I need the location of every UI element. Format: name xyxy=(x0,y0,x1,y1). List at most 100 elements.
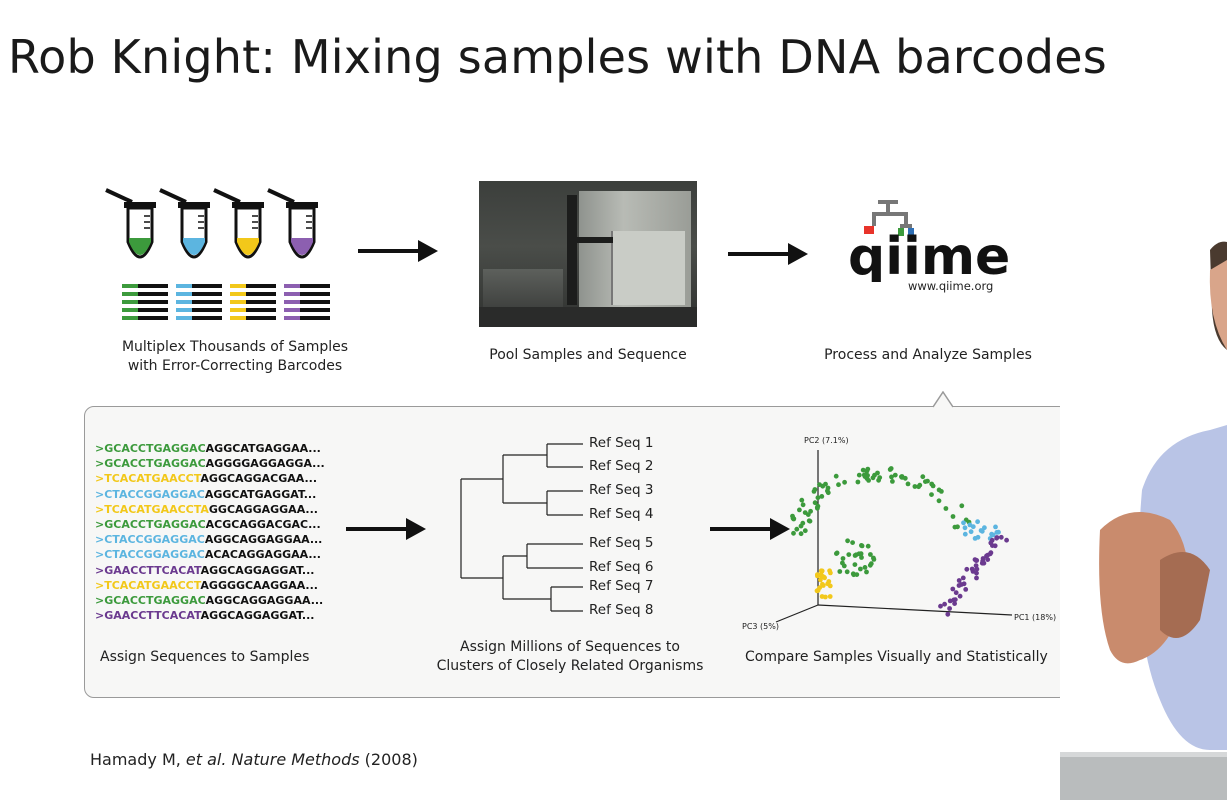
pca-point xyxy=(858,566,863,572)
pca-point xyxy=(791,516,797,522)
sequence-read: AGGCAGGAGGAA... xyxy=(205,593,324,607)
sequence-row: >GCACCTGAGGACAGGCATGAGGAA... xyxy=(95,441,325,456)
citation-journal: et al. Nature Methods xyxy=(185,750,360,769)
pca-point xyxy=(912,484,918,489)
pca-point xyxy=(834,551,839,556)
sequence-read: AGGCAGGAGGAT... xyxy=(200,563,315,577)
pca-point xyxy=(962,525,968,531)
pca-point xyxy=(851,572,857,578)
pca-point xyxy=(815,505,820,511)
pca-point xyxy=(862,565,868,570)
pca-point xyxy=(945,611,951,617)
pca-point xyxy=(929,492,934,497)
sequence-row: >GAACCTTCACATAGGCAGGAGGAT... xyxy=(95,608,325,623)
caption-assign-seq: Assign Sequences to Samples xyxy=(100,649,310,665)
pca-point xyxy=(955,524,960,530)
pca-point xyxy=(990,532,996,538)
pca-point xyxy=(967,522,973,528)
pca-point xyxy=(993,524,998,530)
slide-title: Rob Knight: Mixing samples with DNA barc… xyxy=(8,30,1107,84)
tube-purple-icon xyxy=(267,188,318,259)
tube-yellow-icon xyxy=(213,188,264,259)
pca-point xyxy=(996,529,1001,535)
pca-point xyxy=(817,482,822,487)
pca-point xyxy=(826,579,832,584)
pc3-axis xyxy=(775,604,819,623)
sequence-read: ACACAGGAGGAA... xyxy=(204,548,321,562)
pca-point xyxy=(947,598,953,604)
pca-point xyxy=(812,500,818,506)
pca-point xyxy=(985,557,991,562)
sequence-read: AGGCATGAGGAA... xyxy=(205,442,321,455)
pca-point xyxy=(970,569,976,574)
pca-point xyxy=(889,474,894,480)
barcode-yellow-icon xyxy=(230,284,276,320)
pca-point xyxy=(950,586,956,592)
pca-point xyxy=(841,563,847,569)
pca-point xyxy=(936,498,942,504)
pca-point xyxy=(836,482,841,488)
pca-point xyxy=(950,514,956,519)
caption-pool: Pool Samples and Sequence xyxy=(489,347,687,363)
pca-point xyxy=(920,474,926,480)
pca-point xyxy=(794,526,800,532)
sequence-read: GGCAGGAGGAA... xyxy=(208,502,318,516)
sequence-read: AGGCATGAGGAT... xyxy=(204,487,317,501)
sequence-barcode: >CTACCGGAGGAC xyxy=(95,533,205,547)
pca-point xyxy=(818,572,824,577)
pca-point xyxy=(846,552,852,557)
pca-point xyxy=(818,577,823,583)
ref-seq-label: Ref Seq 3 xyxy=(589,482,654,498)
caption-compare: Compare Samples Visually and Statistical… xyxy=(745,649,1048,665)
arrow-right-icon xyxy=(346,518,426,540)
citation: Hamady M, et al. Nature Methods (2008) xyxy=(90,750,418,769)
sequence-list: >GCACCTGAGGACAGGCATGAGGAA...>GCACCTGAGGA… xyxy=(95,441,325,623)
pca-point xyxy=(975,519,980,525)
pca-point xyxy=(936,487,942,493)
pca-point xyxy=(825,488,830,494)
pca-point xyxy=(823,594,828,600)
sequence-barcode: >GCACCTGAGGAC xyxy=(95,593,206,607)
pca-point xyxy=(978,528,984,533)
pca-point xyxy=(837,569,843,574)
pca-point xyxy=(1004,537,1009,543)
pca-point xyxy=(952,601,957,606)
caption-assign-millions-line2: Clusters of Closely Related Organisms xyxy=(436,658,704,674)
barcode-green-icon xyxy=(122,284,168,320)
pca-point xyxy=(962,531,968,537)
sequence-row: >TCACATGAACCTAGGGGCAAGGAA... xyxy=(95,578,325,593)
pca-point xyxy=(974,575,979,581)
pca-point xyxy=(820,583,826,588)
sequence-row: >CTACCGGAGGACAGGCAGGAGGAA... xyxy=(95,532,325,547)
caption-assign-millions: Assign Millions of Sequences to Clusters… xyxy=(420,638,720,676)
pca-point xyxy=(864,468,870,474)
pca-points xyxy=(790,466,1009,617)
pca-point xyxy=(960,575,966,581)
pca-point xyxy=(867,562,873,568)
tube-blue-icon xyxy=(159,188,210,259)
pca-point xyxy=(859,543,865,549)
pca-plot: PC2 (7.1%) PC1 (18%) PC3 (5%) xyxy=(742,436,1056,631)
arrow-right-icon xyxy=(710,518,790,540)
pca-point xyxy=(866,478,871,483)
pca-point xyxy=(892,472,898,478)
pca-point xyxy=(957,593,963,599)
pca-point xyxy=(968,529,974,535)
ref-seq-label: Ref Seq 7 xyxy=(589,578,654,594)
sequence-row: >GCACCTGAGGACACGCAGGACGAC... xyxy=(95,517,325,532)
pca-point xyxy=(952,597,958,602)
pca-point xyxy=(947,606,952,611)
pca-point xyxy=(980,556,986,561)
sequencer-photo xyxy=(479,181,697,327)
pca-point xyxy=(819,568,825,574)
sequence-row: >GAACCTTCACATAGGCAGGAGGAT... xyxy=(95,563,325,578)
citation-year: (2008) xyxy=(359,750,418,769)
pca-point xyxy=(899,474,905,479)
ref-seq-label: Ref Seq 6 xyxy=(589,559,654,575)
citation-authors: Hamady M, xyxy=(90,750,186,769)
sample-tubes-illustration xyxy=(105,188,330,320)
pca-point xyxy=(852,562,858,567)
pca-point xyxy=(975,534,981,540)
pca-point xyxy=(833,473,839,479)
sequence-barcode: >GCACCTGAGGAC xyxy=(95,442,206,455)
